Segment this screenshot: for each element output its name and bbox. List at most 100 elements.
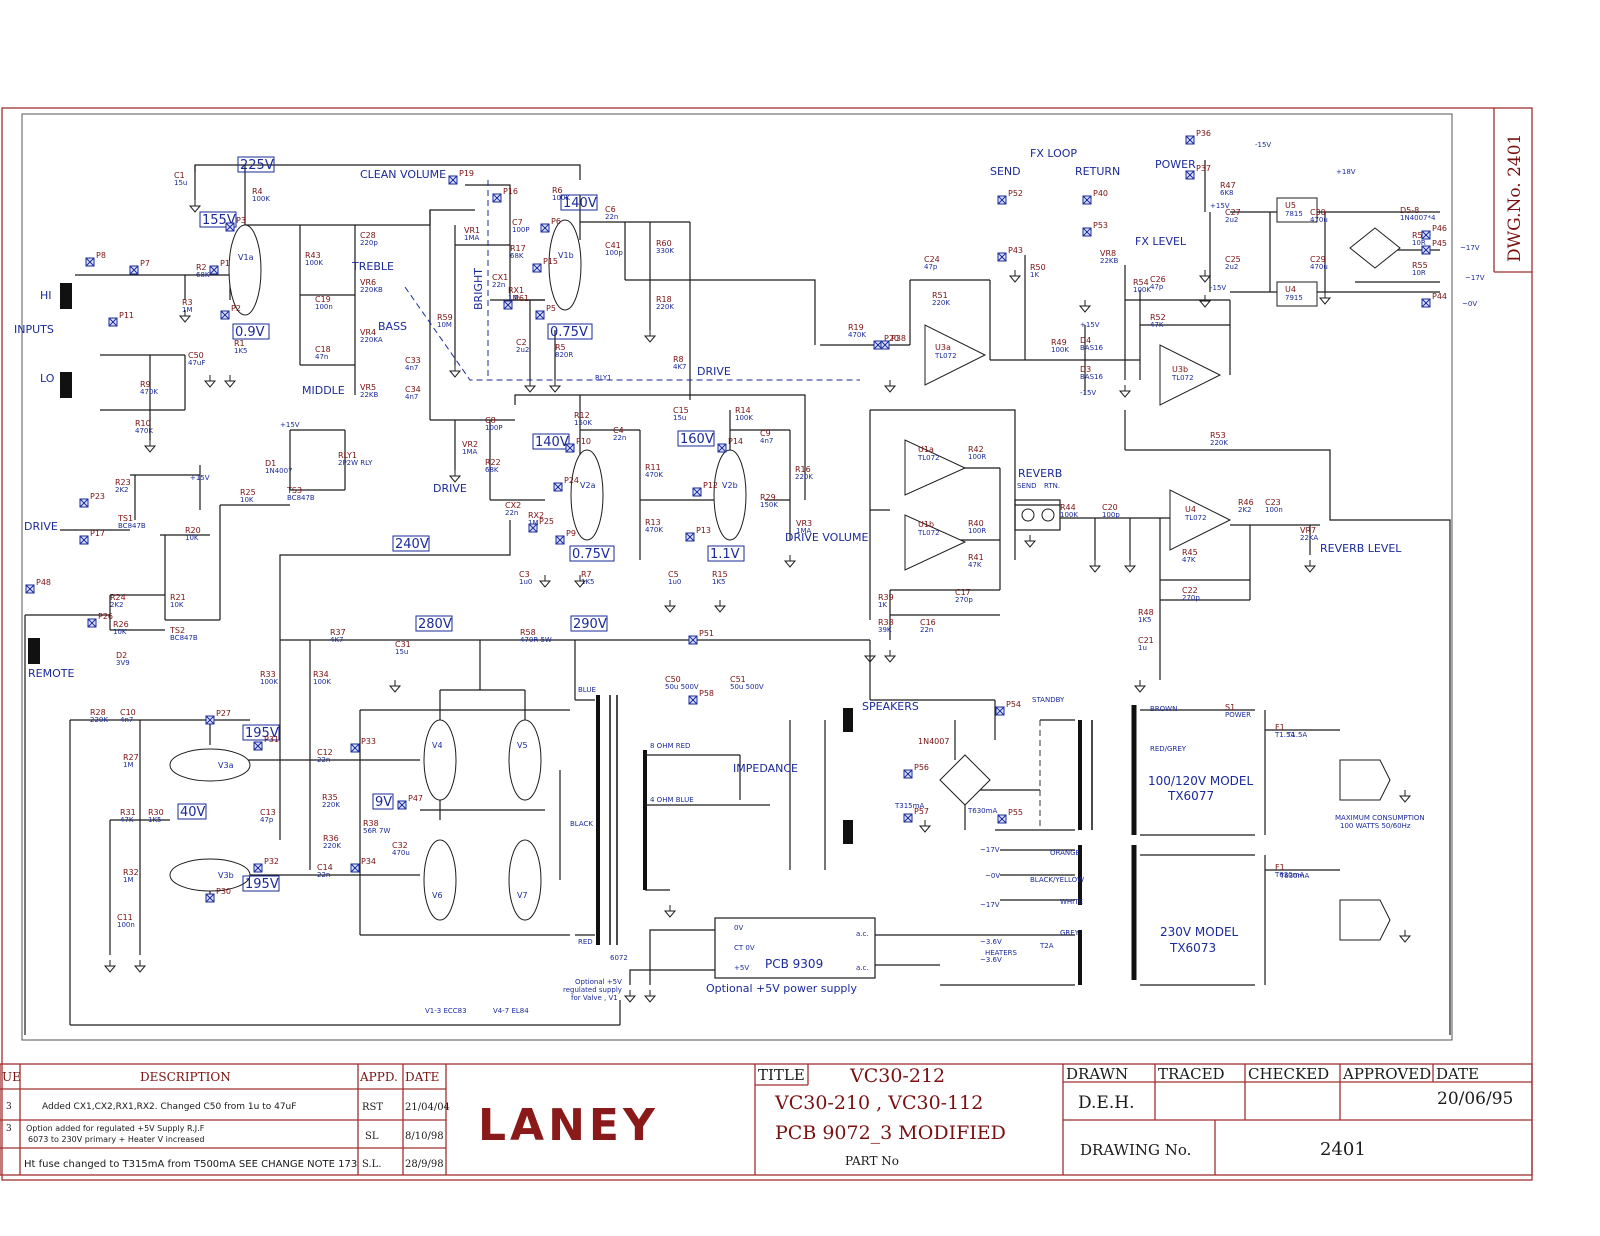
test-point-p12: P12 [692,481,718,497]
component-val-4: 220KB [360,286,383,294]
voltage-v195a: 195V [245,726,279,741]
component-val-79: 56R 7W [363,827,390,835]
valve-v3b: V3b [218,871,234,880]
title-line1: VC30-212 [849,1065,945,1087]
ground-symbol [1318,292,1332,305]
label-black-yellow: BLACK/YELLOW [1030,876,1084,884]
label-power: POWER [1155,158,1196,171]
component-ref-7: C18 [315,345,331,354]
test-point-p47: P47 [397,794,423,810]
component-val-25: 100p [605,249,623,257]
test-point-p24: P24 [553,476,579,492]
component-ref-42: C15 [673,406,689,415]
component-ref-28: C2 [516,338,527,347]
lo-input-jack [60,372,72,398]
label-ac1: a.c. [856,930,869,938]
valve-v1b: V1b [558,251,574,260]
component-val-22: 4n7 [405,393,418,401]
ground-symbol [1008,270,1022,283]
label-fx-level: FX LEVEL [1135,235,1187,248]
title-line2: VC30-210 , VC30-112 [774,1092,983,1114]
component-ref-98: R38 [878,618,894,627]
component-val-64: 470R 5W [520,636,552,644]
part-no-label: PART No [845,1154,899,1168]
component-ref-41: R7 [581,570,592,579]
component-ref-86: D4 [1080,336,1091,345]
ground-symbols [103,200,1412,1003]
label-send: SEND [990,165,1021,178]
component-ref-18: CX1 [492,273,508,282]
test-point-label-p14: P14 [728,437,743,446]
ground-symbol [548,380,562,393]
label-opt-small-1: Optional +5V [575,978,622,986]
test-point-label-p53: P53 [1093,221,1108,230]
component-ref-72: R32 [123,868,139,877]
component-val-92: 220K [1210,439,1228,447]
label-p15a: +15V [1210,202,1230,210]
component-val-71: 1K5 [148,816,162,824]
title-block-text: UE DESCRIPTION APPD. DATE 3 Added CX1,CX… [2,1065,1513,1170]
label-rev-rtn: RTN. [1044,482,1060,490]
component-val-1: 100K [252,195,270,203]
component-val-2: 100K [305,259,323,267]
test-point-label-p7: P7 [140,259,150,268]
component-val-54: 2K2 [115,486,129,494]
label-reverb-level: REVERB LEVEL [1320,542,1402,555]
label-opt-small-3: for Valve , V1 [571,994,618,1002]
opamp-ref-6: U4 [1285,285,1296,294]
test-point-p43: P43 [997,246,1023,262]
component-val-73: 100n [117,921,135,929]
test-point-label-p54: P54 [1006,700,1021,709]
test-point-p9: P9 [555,529,576,545]
valve-v7: V7 [517,891,528,900]
test-point-p45: P45 [1421,239,1447,255]
label-standby: STANDBY [1032,696,1065,704]
test-point-label-p58: P58 [699,689,714,698]
component-ref-87: D3 [1080,365,1091,374]
component-val-88: 22KB [1100,257,1118,265]
opamp-part-1: TL072 [1171,374,1194,382]
ground-symbol [188,200,202,213]
component-val-7: 47n [315,353,328,361]
ht-bridge [939,754,991,806]
test-point-p31: P31 [253,735,279,751]
hi-input-jack [60,283,72,309]
label-reverb: REVERB [1018,467,1062,480]
component-ref-78: R36 [323,834,339,843]
date-label: DATE [1436,1065,1479,1083]
ground-symbol [523,380,537,393]
test-point-label-p57: P57 [914,807,929,816]
label-opt-small-2: regulated supply [563,986,622,994]
label-red: RED [578,938,593,946]
label-red-grey: RED/GREY [1150,745,1187,753]
component-val-116: 10R [1412,269,1426,277]
label-drive-a: DRIVE [697,365,731,378]
test-point-label-p48: P48 [36,578,51,587]
component-ref-5: C19 [315,295,331,304]
component-ref-94: R40 [968,519,984,528]
test-point-p58: P58 [688,689,714,705]
component-val-46: 150K [760,501,778,509]
voltage-v225: 225V [240,158,274,173]
component-ref-63: C31 [395,640,411,649]
rev3-desc: Ht fuse changed to T315mA from T500mA SE… [24,1159,357,1170]
ground-symbol [133,960,147,973]
component-ref-84: R49 [1051,338,1067,347]
component-val-105: 47K [1182,556,1196,564]
test-point-p54: P54 [995,700,1021,716]
component-ref-52: TS3 [286,486,302,495]
test-point-p25: P25 [528,517,554,533]
label-p5v: +5V [734,964,749,972]
rev-description-header: DESCRIPTION [140,1070,231,1084]
label-inputs: INPUTS [14,323,54,336]
test-point-label-p10: P10 [576,437,591,446]
component-val-40: 1u0 [519,578,532,586]
test-point-p7: P7 [129,259,150,275]
test-point-p2: P2 [220,304,241,320]
bridge-rectifier [1349,227,1401,269]
test-point-p13: P13 [685,526,711,542]
rev1-date: 21/04/04 [405,1102,450,1113]
label-m15c: -15V [1255,141,1271,149]
component-val-118: T1.5A [1274,731,1295,739]
opamp-part-6: 7915 [1285,294,1303,302]
